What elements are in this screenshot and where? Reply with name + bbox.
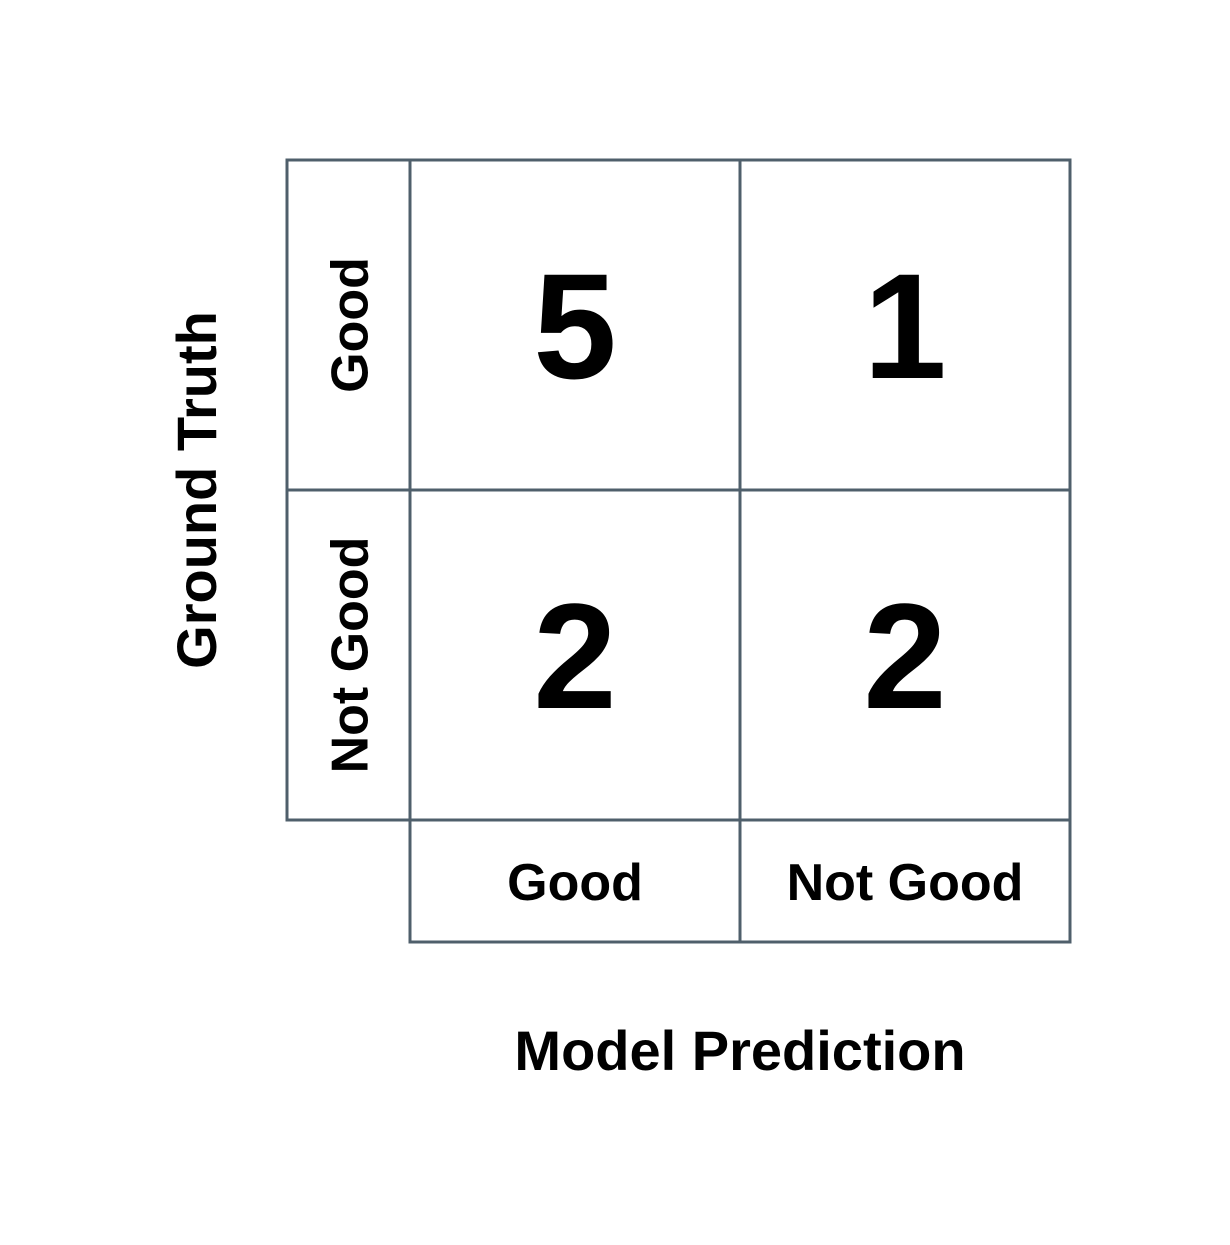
cell-value: 2	[863, 572, 946, 740]
x-axis-title: Model Prediction	[514, 1019, 965, 1082]
x-tick-label: Good	[507, 854, 643, 912]
matrix-grid	[285, 158, 1072, 944]
matrix-cell	[738, 488, 1072, 822]
matrix-values: 5 1 2 2	[533, 242, 946, 740]
cell-value: 2	[533, 572, 616, 740]
cell-value: 5	[533, 242, 616, 410]
cell-value: 1	[863, 242, 946, 410]
x-tick-label: Not Good	[787, 854, 1024, 912]
y-axis-title: Ground Truth	[165, 311, 228, 669]
y-tick-label: Not Good	[322, 537, 380, 774]
y-tick-label: Good	[322, 257, 380, 393]
